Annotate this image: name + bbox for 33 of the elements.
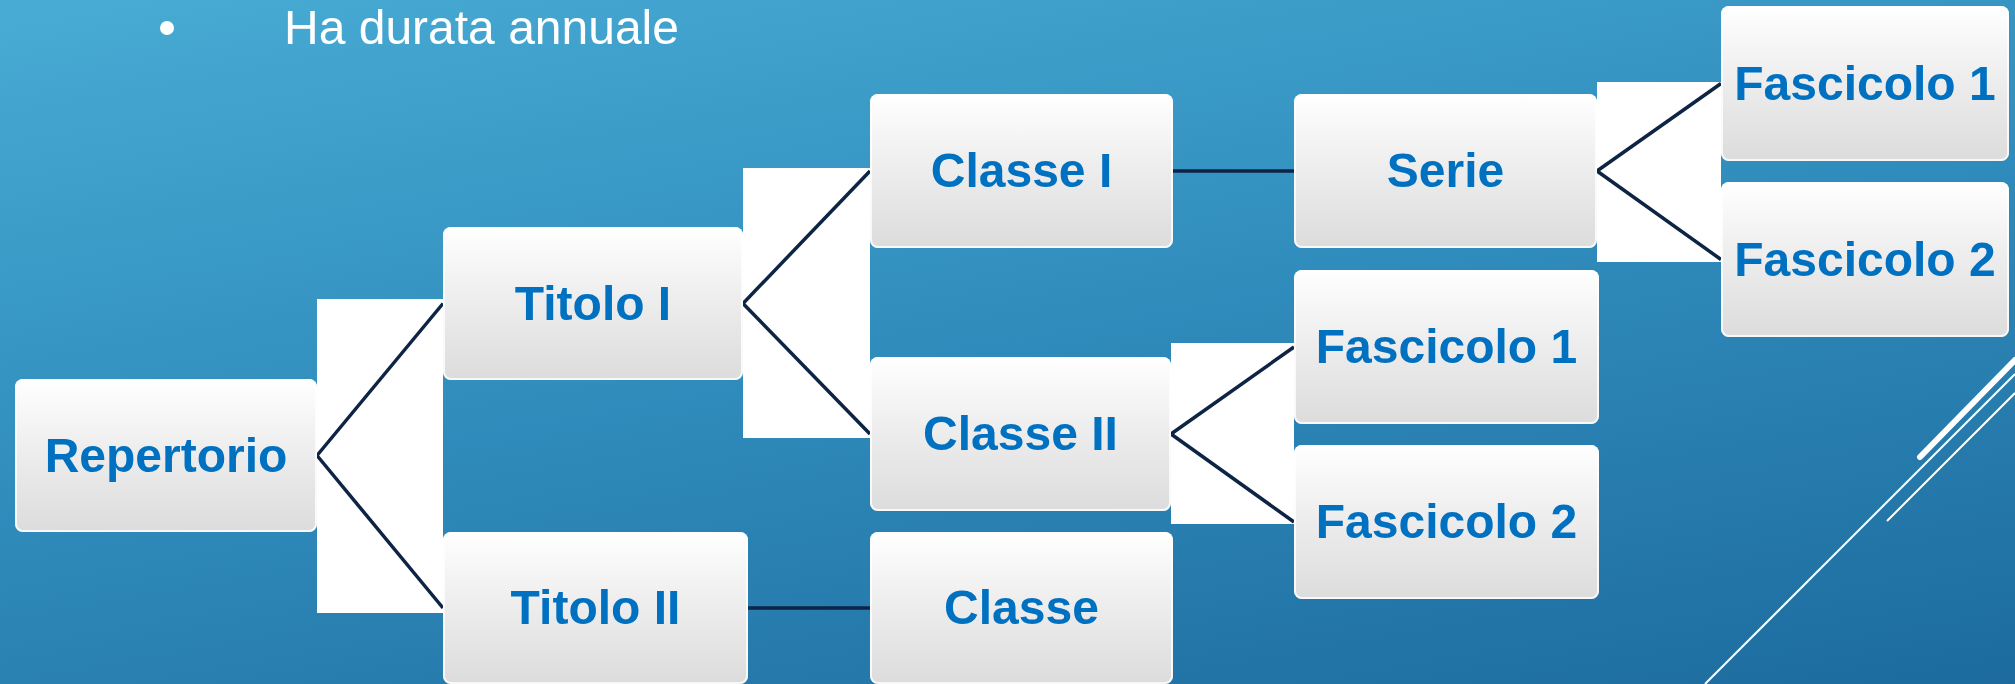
connector-line	[1596, 169, 1722, 261]
node-box	[1721, 182, 2009, 337]
node-label: Serie	[1386, 143, 1505, 200]
node-label: Fascicolo 2	[1315, 494, 1578, 551]
bullet-text: Ha durata annuale	[284, 4, 679, 52]
node-box	[870, 94, 1173, 248]
connector-line	[741, 302, 872, 436]
node-box	[870, 532, 1173, 684]
connector-line	[748, 606, 870, 610]
node-box	[870, 357, 1171, 511]
node-box	[15, 379, 317, 532]
node-label: Fascicolo 1	[1315, 319, 1578, 376]
connector-line	[315, 302, 445, 457]
node-label: Titolo II	[510, 580, 681, 637]
node-label: Fascicolo 1	[1734, 55, 1996, 112]
node-box	[1294, 94, 1597, 248]
node-box	[1721, 6, 2009, 161]
connector-line	[1170, 345, 1295, 436]
node-label: Classe II	[923, 406, 1118, 463]
node-label: Repertorio	[44, 427, 288, 484]
connector-line	[1169, 432, 1296, 524]
node-box	[1294, 445, 1599, 599]
node-label: Classe	[944, 580, 1099, 637]
connector-line	[315, 454, 445, 610]
node-label: Classe I	[930, 143, 1113, 200]
node-label: Titolo I	[514, 275, 672, 332]
connector-line	[1173, 169, 1294, 173]
node-box	[443, 532, 748, 684]
node-box	[443, 227, 743, 380]
connector-line	[1596, 82, 1722, 173]
node-box	[1294, 270, 1599, 424]
connector-line	[741, 169, 872, 305]
node-label: Fascicolo 2	[1734, 231, 1996, 288]
